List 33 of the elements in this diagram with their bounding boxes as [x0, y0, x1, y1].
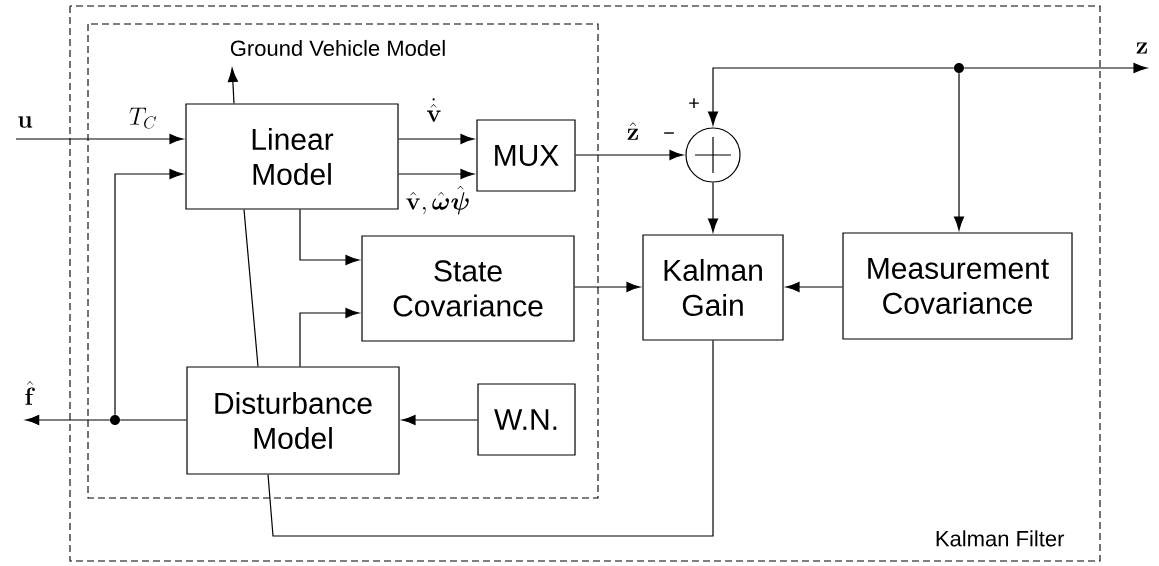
process-box: State Covariance — [361, 235, 575, 342]
process-box: W.N. — [477, 383, 576, 456]
process-box: Kalman Gain — [642, 234, 784, 341]
arrow — [401, 414, 478, 426]
process-box: Measurement Covariance — [842, 232, 1073, 340]
edge-label: $T_{C}$ — [129, 107, 157, 129]
sign-label: − — [664, 132, 674, 134]
arrow — [785, 281, 843, 293]
arrow — [114, 168, 184, 416]
arrow — [227, 68, 238, 104]
arrow — [398, 133, 475, 145]
arrow — [575, 149, 684, 161]
signal-label: $\hat{\mathbf{f}}$ — [25, 381, 35, 405]
arrow — [707, 182, 719, 233]
sign-label: + — [689, 98, 699, 108]
arrow — [25, 414, 111, 426]
edge-label: $\dot{\hat{\mathbf{v}}}$ — [427, 98, 441, 122]
arrow — [953, 72, 965, 231]
arrow — [15, 133, 184, 145]
arrow — [299, 307, 360, 367]
process-box: Disturbance Model — [186, 366, 400, 475]
edge-label: $\hat{\mathbf{v}},\hat{\boldsymbol{\omega}}\hat{\boldsymbol{\psi}}$ — [406, 185, 469, 215]
summing-junction — [685, 127, 741, 183]
signal-label: $\mathbf{u}$ — [18, 116, 33, 128]
process-box: Linear Model — [185, 103, 399, 210]
arrow — [299, 209, 360, 266]
arrow — [574, 281, 641, 293]
edge-label: $\hat{\mathbf{z}}$ — [627, 122, 639, 140]
arrow — [963, 62, 1148, 74]
arrow — [398, 168, 475, 180]
process-box: MUX — [476, 119, 576, 192]
signal-label: $\mathbf{z}$ — [1136, 42, 1148, 54]
arrow — [707, 67, 955, 126]
